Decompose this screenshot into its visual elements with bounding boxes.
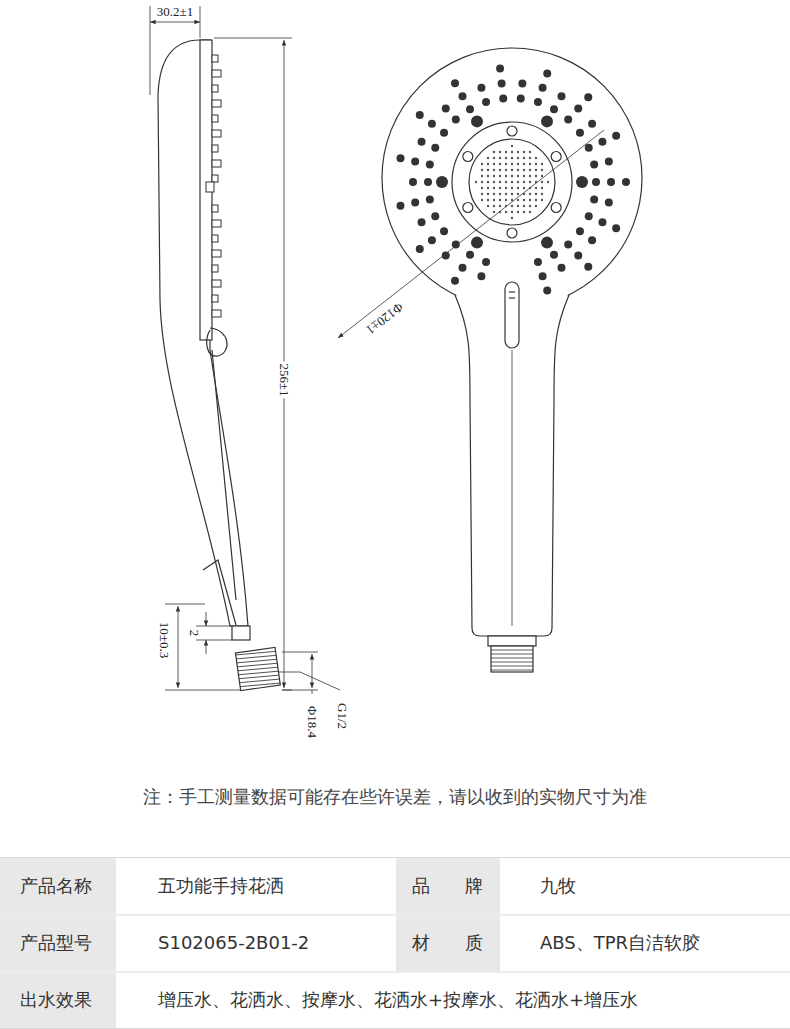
dimension-label: Φ18.4 [305, 704, 320, 740]
dimension-label: 2 [187, 628, 202, 639]
dimension-label: 256±1 [277, 361, 292, 398]
table-cell: 五功能手持花洒 [158, 876, 284, 897]
side-view [150, 6, 340, 694]
table-cell: 出水效果 [20, 990, 92, 1011]
note-text: 注：手工测量数据可能存在些许误差，请以收到的实物尺寸为准 [143, 787, 647, 808]
dimension-label: 30.2±1 [155, 5, 195, 20]
table-cell: 品 牌 [412, 876, 483, 897]
dimension-label: Φ120±1 [361, 298, 407, 338]
table-cell: S102065-2B01-2 [158, 933, 309, 954]
dimension-label: G1/2 [335, 701, 350, 731]
table-cell: 九牧 [540, 876, 576, 897]
front-view [338, 48, 642, 672]
table-cell: 产品型号 [20, 933, 92, 954]
table-cell: ABS、TPR自洁软胶 [540, 933, 700, 954]
table-cell: 增压水、花洒水、按摩水、花洒水+按摩水、花洒水+增压水 [158, 990, 638, 1011]
dimension-label: 10±0.3 [157, 620, 172, 660]
table-cell: 材 质 [412, 933, 483, 954]
spec-table [0, 856, 790, 1029]
table-cell: 产品名称 [20, 876, 92, 897]
